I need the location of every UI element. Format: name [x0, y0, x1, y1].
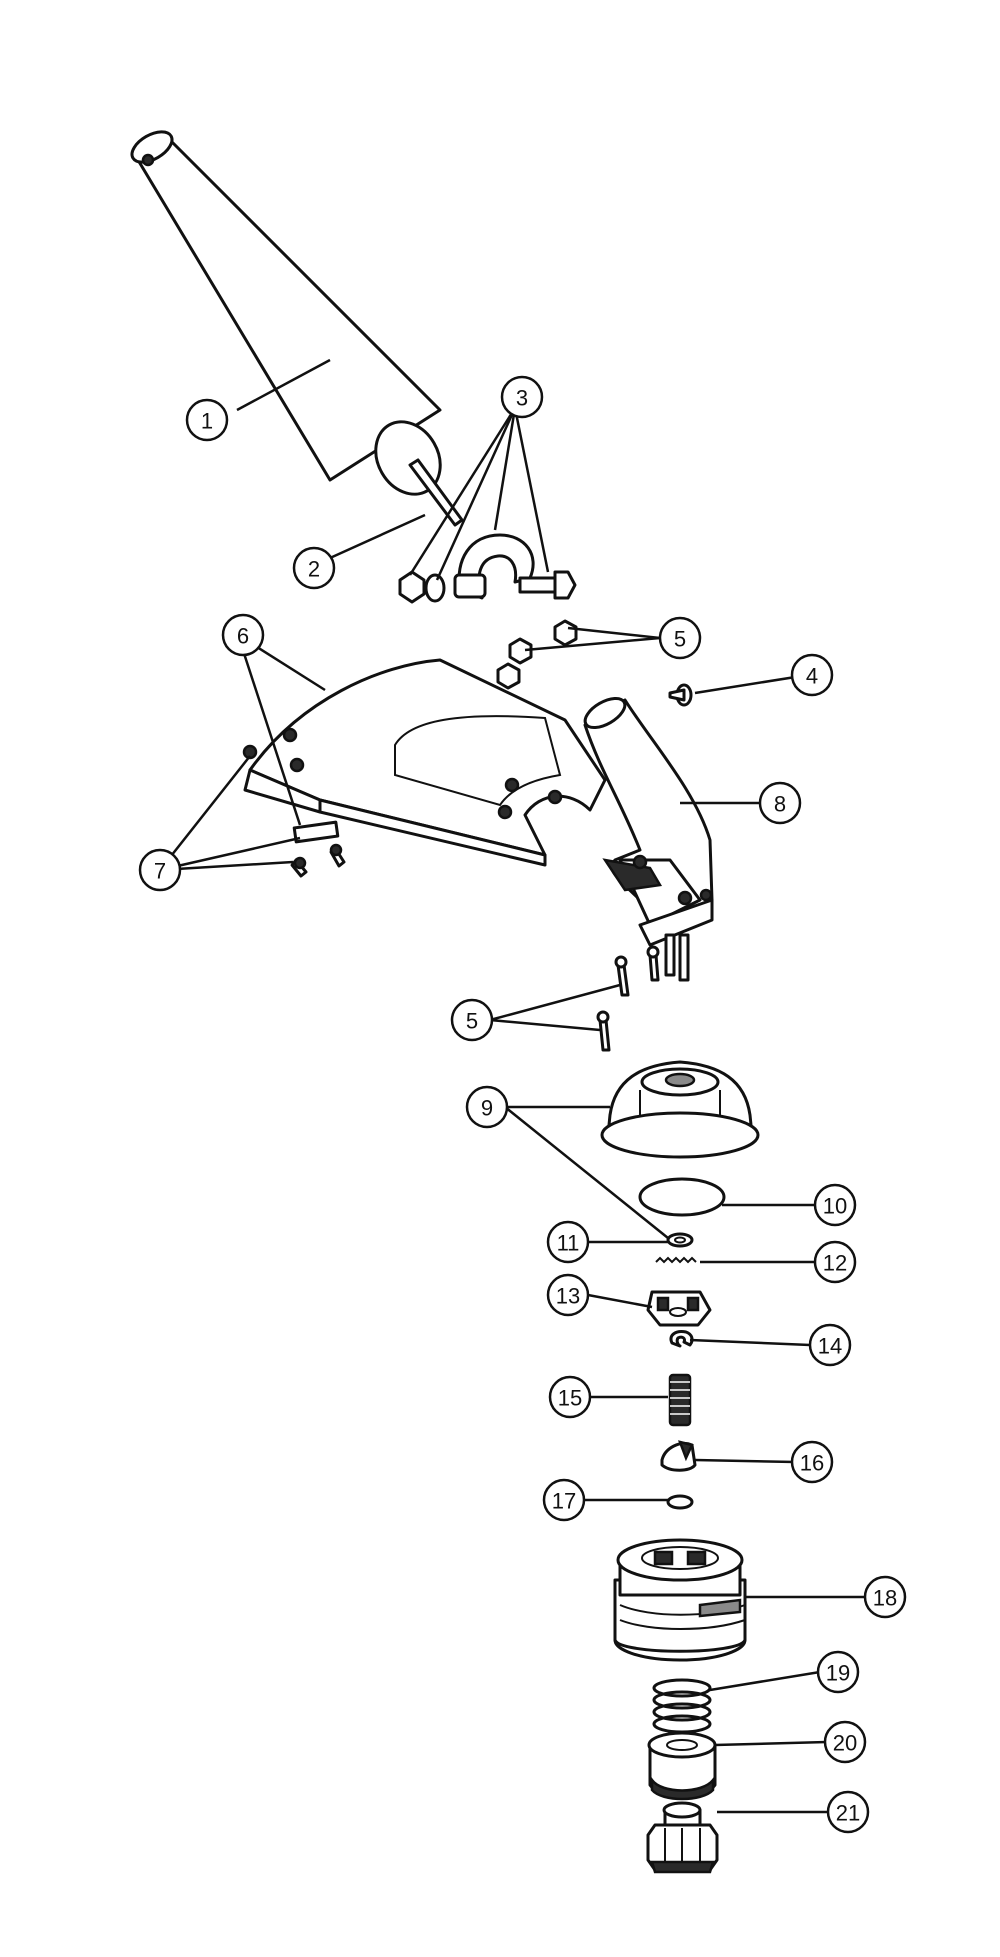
svg-text:1: 1 [201, 409, 213, 434]
part-retainer [646, 1290, 712, 1327]
svg-text:21: 21 [836, 1801, 860, 1826]
part-spring [652, 1678, 712, 1734]
part-guard [243, 658, 607, 867]
callout-14: 14 [808, 1323, 852, 1367]
part-clip [669, 1330, 694, 1348]
part-nuts [496, 619, 578, 690]
callout-9: 9 [465, 1085, 509, 1129]
svg-text:12: 12 [823, 1251, 847, 1276]
callout-3: 3 [500, 375, 544, 419]
callout-18: 18 [863, 1575, 907, 1619]
callout-21: 21 [826, 1790, 870, 1834]
callout-15: 15 [548, 1375, 592, 1419]
part-spool [613, 1538, 747, 1662]
svg-text:19: 19 [826, 1661, 850, 1686]
callout-20: 20 [823, 1720, 867, 1764]
part-eyelet [660, 1440, 697, 1472]
svg-text:16: 16 [800, 1451, 824, 1476]
callout-11: 11 [546, 1220, 590, 1264]
svg-text:11: 11 [557, 1231, 580, 1256]
svg-text:15: 15 [558, 1386, 582, 1411]
svg-text:2: 2 [308, 557, 320, 582]
callout-19: 19 [816, 1650, 860, 1694]
part-bolts [596, 945, 660, 1052]
part-adapter [647, 1731, 717, 1801]
part-bump-knob [646, 1801, 719, 1874]
svg-text:5: 5 [466, 1009, 478, 1034]
part-o-ring [638, 1177, 726, 1217]
callout-5-upper: 5 [658, 616, 702, 660]
part-washer [666, 1232, 694, 1248]
part-small-spring [655, 1256, 697, 1264]
leader-lines [159, 358, 867, 1814]
callout-4: 4 [790, 653, 834, 697]
callout-16: 16 [790, 1440, 834, 1484]
part-spool-cover [600, 1060, 760, 1159]
svg-text:14: 14 [818, 1334, 842, 1359]
svg-text:17: 17 [552, 1489, 576, 1514]
svg-text:20: 20 [833, 1731, 857, 1756]
callout-6: 6 [221, 613, 265, 657]
part-snap-ring [666, 1494, 694, 1510]
callout-12: 12 [813, 1240, 857, 1284]
callout-10: 10 [813, 1183, 857, 1227]
part-line-cutter-blade [242, 744, 346, 878]
callout-17: 17 [542, 1478, 586, 1522]
svg-text:3: 3 [516, 386, 528, 411]
svg-text:7: 7 [154, 859, 166, 884]
svg-text:13: 13 [556, 1284, 580, 1309]
svg-text:10: 10 [823, 1194, 847, 1219]
part-drive-shaft [408, 458, 464, 527]
svg-text:5: 5 [674, 627, 686, 652]
part-screw [668, 683, 693, 707]
callout-1: 1 [185, 398, 229, 442]
callout-5-lower: 5 [450, 998, 494, 1042]
callout-13: 13 [546, 1273, 590, 1317]
part-shaft-tube [130, 130, 442, 496]
callout-8: 8 [758, 781, 802, 825]
svg-text:8: 8 [774, 792, 786, 817]
part-gear-head [583, 696, 714, 982]
callout-2: 2 [292, 546, 336, 590]
svg-text:18: 18 [873, 1586, 897, 1611]
svg-text:6: 6 [237, 624, 249, 649]
part-coil-spring [668, 1373, 692, 1427]
callout-7: 7 [138, 848, 182, 892]
part-clamp-assembly [398, 533, 577, 604]
svg-text:9: 9 [481, 1096, 493, 1121]
svg-text:4: 4 [806, 664, 818, 689]
